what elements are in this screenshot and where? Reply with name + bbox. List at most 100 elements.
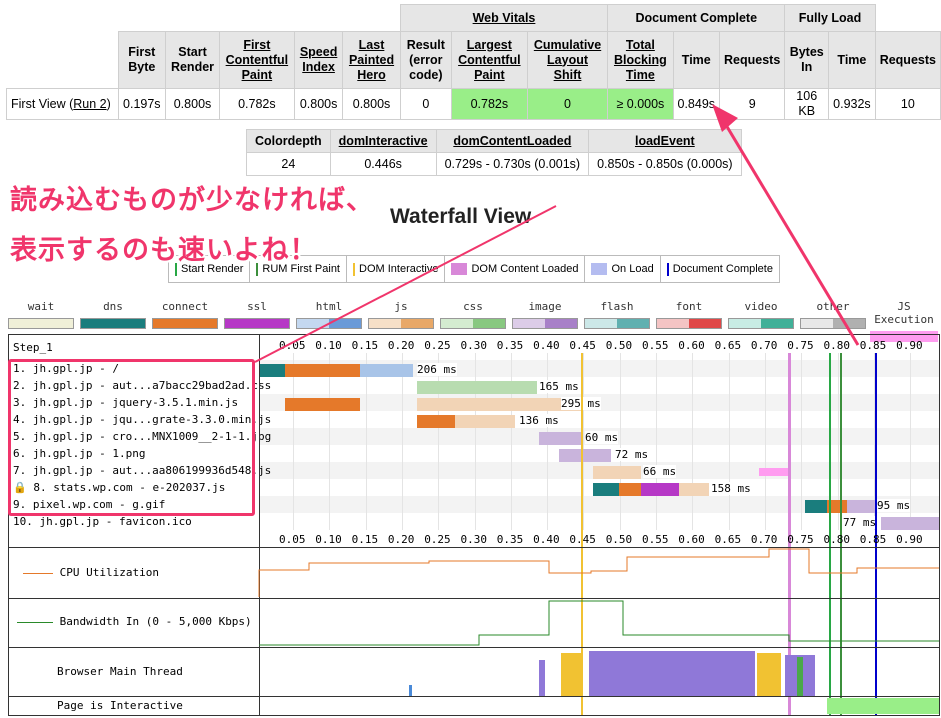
col-lcp[interactable]: Largest Contentful Paint	[450, 31, 528, 89]
step-label: Step_1	[13, 341, 53, 354]
time-tick: 0.35	[496, 533, 524, 546]
request-row-4[interactable]: 4. jh.gpl.jp - jqu...grate-3.3.0.min.js	[13, 413, 272, 426]
col-doc-bytes: Bytes In	[784, 31, 830, 89]
main-thread-block	[797, 657, 803, 696]
type-js-swatch	[368, 318, 434, 329]
gridline	[764, 353, 766, 530]
time-tick: 0.15	[351, 533, 379, 546]
request-row-10[interactable]: 10. jh.gpl.jp - favicon.ico	[13, 515, 192, 528]
col-cls[interactable]: Cumulative Layout Shift	[526, 31, 609, 89]
request-row-6[interactable]: 6. jh.gpl.jp - 1.png	[13, 447, 146, 460]
value-cls: 0	[526, 88, 609, 120]
value-fcp: 0.782s	[218, 88, 295, 120]
type-flash: flash	[584, 300, 650, 329]
col-last-painted-hero[interactable]: Last Painted Hero	[342, 31, 401, 89]
request-row-3[interactable]: 3. jh.gpl.jp - jquery-3.5.1.min.js	[13, 396, 239, 409]
col-fcp[interactable]: First Contentful Paint	[218, 31, 295, 89]
col-tbt[interactable]: Total Blocking Time	[607, 31, 674, 89]
col-dom-interactive[interactable]: domInteractive	[329, 129, 437, 153]
time-tick: 0.65	[714, 533, 742, 546]
request-3-duration: 295 ms	[561, 397, 601, 410]
bar-image	[847, 500, 875, 513]
value-colordepth: 24	[246, 152, 331, 176]
type-css-swatch	[440, 318, 506, 329]
col-speed-index[interactable]: Speed Index	[293, 31, 344, 89]
request-row-5[interactable]: 5. jh.gpl.jp - cro...MNX1009__2-1-1.jpg	[13, 430, 272, 443]
request-row-9[interactable]: 9. pixel.wp.com - g.gif	[13, 498, 166, 511]
time-tick: 0.05	[279, 533, 306, 546]
legend-on-load: On Load	[585, 256, 661, 282]
request-4-duration: 136 ms	[519, 414, 559, 427]
section-divider	[9, 598, 939, 599]
gridline	[510, 353, 512, 530]
dom-content-loaded-line	[788, 353, 791, 715]
type-ssl-swatch	[224, 318, 290, 329]
col-load-event[interactable]: loadEvent	[588, 129, 742, 153]
row-label: First View (Run 2)	[6, 88, 119, 120]
col-result: Result (error code)	[399, 31, 452, 89]
request-type-legend: wait dns connect ssl html js css image f…	[8, 300, 938, 342]
run-link[interactable]: Run 2	[73, 96, 107, 111]
bar-connect	[827, 500, 847, 513]
dom-interactive-swatch	[353, 262, 355, 276]
time-tick: 0.45	[569, 533, 596, 546]
value-lcp: 0.782s	[450, 88, 528, 120]
bar-dns	[805, 500, 827, 513]
value-first-byte: 0.197s	[117, 88, 167, 120]
bar-connect	[285, 398, 360, 411]
gridline	[401, 353, 403, 530]
fully-loaded-header: Fully Load	[784, 4, 876, 32]
dom-interactive-line	[581, 353, 583, 715]
value-dom-interactive: 0.446s	[329, 152, 437, 176]
col-colordepth: Colordepth	[246, 129, 331, 153]
time-tick: 0.50	[605, 533, 633, 546]
bar-js	[417, 398, 583, 411]
main-thread-block	[589, 651, 755, 696]
time-tick: 0.25	[424, 533, 451, 546]
gridline	[293, 353, 294, 530]
time-tick: 0.90	[896, 339, 923, 352]
type-ssl: ssl	[224, 300, 290, 329]
time-tick: 0.60	[678, 533, 705, 546]
bar-connect	[417, 415, 455, 428]
cpu-line	[258, 548, 939, 597]
bar-js	[593, 466, 641, 479]
time-tick: 0.75	[787, 533, 814, 546]
time-tick: 0.85	[859, 533, 887, 546]
type-js: js	[368, 300, 434, 329]
request-7-duration: 66 ms	[643, 465, 677, 478]
request-row-1[interactable]: 1. jh.gpl.jp - /	[13, 362, 119, 375]
value-tbt: ≥ 0.000s	[607, 88, 674, 120]
request-row-8[interactable]: 🔒 8. stats.wp.com - e-202037.js	[13, 481, 226, 494]
web-vitals-header[interactable]: Web Vitals	[399, 4, 609, 32]
gridline	[692, 353, 694, 530]
bar-ssl	[641, 483, 679, 496]
col-dom-content-loaded[interactable]: domContentLoaded	[435, 129, 590, 153]
gridline	[873, 353, 875, 530]
start-render-line	[829, 353, 831, 715]
bandwidth-label: Bandwidth In (0 - 5,000 Kbps)	[17, 615, 252, 628]
col-doc-requests: Requests	[719, 31, 786, 89]
bar-image	[539, 432, 583, 445]
request-row-2[interactable]: 2. jh.gpl.jp - aut...a7bacc29bad2ad.css	[13, 379, 272, 392]
bar-html	[360, 364, 413, 377]
time-tick: 0.80	[823, 533, 851, 546]
legend-dom-content-loaded: DOM Content Loaded	[445, 256, 586, 282]
request-8-duration: 158 ms	[711, 482, 751, 495]
section-divider	[9, 547, 939, 548]
bar-dns	[259, 364, 285, 377]
col-full-time: Time	[828, 31, 876, 89]
time-tick: 0.60	[678, 339, 705, 352]
value-load-event: 0.850s - 0.850s (0.000s)	[588, 152, 742, 176]
main-thread-block	[757, 653, 781, 696]
time-tick: 0.20	[387, 533, 415, 546]
value-full-time: 0.932s	[828, 88, 876, 120]
value-full-requests: 10	[874, 88, 941, 120]
col-full-requests: Requests	[874, 31, 941, 89]
request-row-7[interactable]: 7. jh.gpl.jp - aut...aa806199936d548.js	[13, 464, 272, 477]
type-js-execution: JS Execution	[870, 300, 938, 342]
type-wait: wait	[8, 300, 74, 329]
gridline	[365, 353, 367, 530]
time-tick: 0.50	[605, 339, 633, 352]
value-dom-content-loaded: 0.729s - 0.730s (0.001s)	[435, 152, 590, 176]
